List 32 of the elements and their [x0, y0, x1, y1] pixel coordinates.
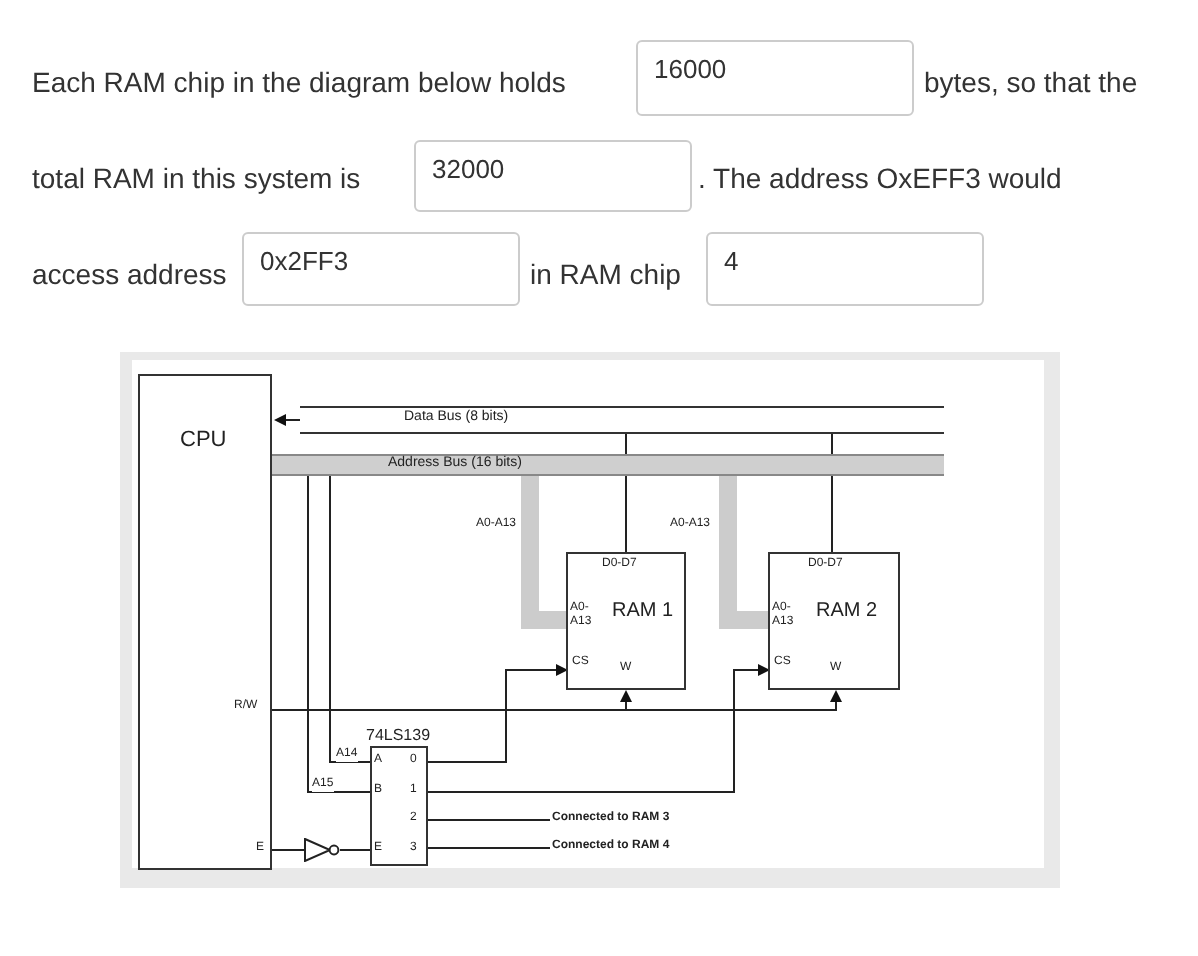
question-text: Each RAM chip in the diagram below holds	[32, 66, 566, 98]
arrow	[427, 664, 568, 763]
question-text: bytes, so that the	[924, 66, 1138, 98]
signal-line	[329, 475, 371, 763]
ram-chip-box	[768, 552, 900, 690]
signal-line	[307, 475, 371, 793]
bus-branch	[521, 476, 566, 629]
answer-field: 32000	[414, 140, 692, 212]
question-text: . The address OxEFF3 would	[698, 162, 1062, 194]
node-label: RAM 1	[612, 600, 674, 622]
data-bus-band	[300, 406, 944, 434]
arrow	[274, 414, 301, 426]
arrow	[427, 664, 770, 793]
signal-line	[339, 849, 371, 851]
address-bus-band	[272, 454, 944, 476]
cpu-box	[138, 374, 272, 870]
answer-field: 4	[706, 232, 984, 306]
question-text: total RAM in this system is	[32, 162, 361, 194]
inverter-symbol	[304, 838, 340, 862]
arrow	[271, 690, 842, 711]
question-text: in RAM chip	[530, 258, 681, 290]
signal-line	[271, 849, 305, 851]
answer-field: 0x2FF3	[242, 232, 520, 306]
node-label: RAM 2	[816, 600, 878, 622]
node-label: 74LS139	[366, 726, 431, 744]
signal-line	[427, 847, 551, 849]
signal-line	[427, 819, 551, 821]
ram-chip-box	[566, 552, 686, 690]
answer-field: 16000	[636, 40, 914, 116]
node-label: CPU	[180, 428, 227, 452]
bus-branch	[719, 476, 768, 629]
question-text: access address	[32, 258, 227, 290]
